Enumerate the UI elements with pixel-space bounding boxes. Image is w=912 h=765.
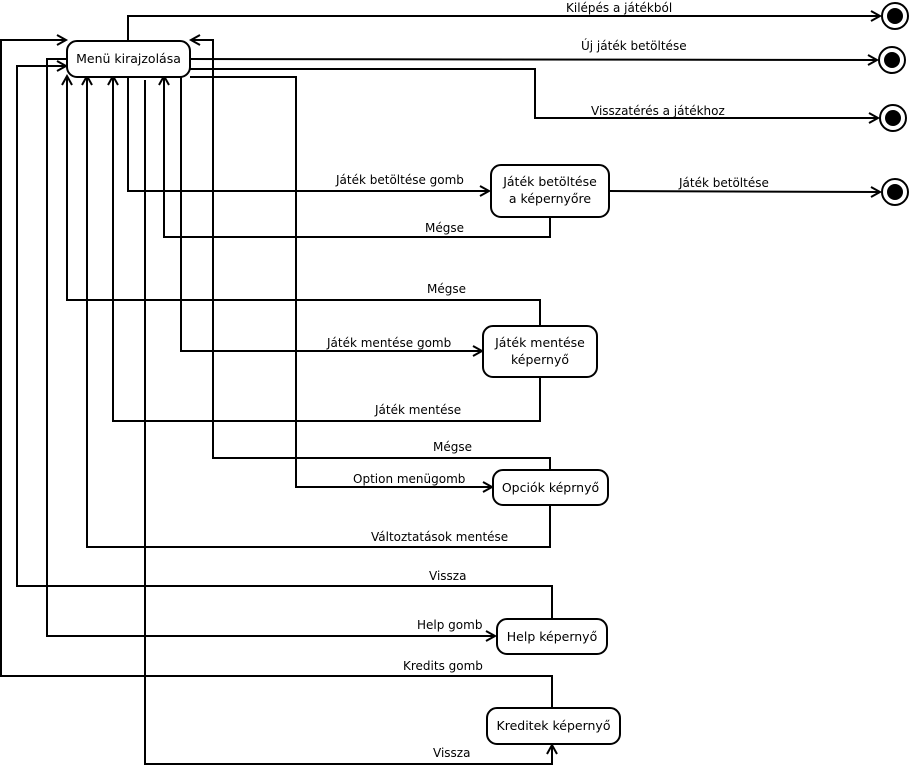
state-credits-label: Kreditek képernyő bbox=[497, 718, 611, 733]
edge-save-cancel bbox=[61, 73, 541, 326]
edge-load-cancel bbox=[158, 73, 551, 238]
state-save-label-2: képernyő bbox=[511, 352, 569, 367]
label-exit-game: Kilépés a játékból bbox=[566, 1, 672, 15]
state-options-screen: Opciók képrnyő bbox=[492, 469, 609, 506]
edge-save-game bbox=[107, 73, 541, 422]
label-save-cancel: Mégse bbox=[427, 282, 466, 296]
label-options-cancel: Mégse bbox=[433, 440, 472, 454]
state-menu-label: Menü kirajzolása bbox=[76, 51, 181, 66]
label-options-button: Option menügomb bbox=[353, 472, 465, 486]
edge-load-game bbox=[608, 186, 883, 198]
edge-new-game bbox=[189, 54, 880, 66]
final-state-load bbox=[881, 178, 909, 206]
state-help-label: Help képernyő bbox=[507, 629, 597, 644]
state-help-screen: Help képernyő bbox=[496, 618, 608, 655]
state-credits-screen: Kreditek képernyő bbox=[486, 707, 621, 745]
edge-load-button bbox=[127, 78, 492, 197]
edge-return-game bbox=[190, 68, 881, 124]
label-help-button: Help gomb bbox=[417, 618, 482, 632]
state-save-label-1: Játék mentése bbox=[494, 335, 585, 350]
state-save-screen: Játék mentése képernyő bbox=[482, 325, 598, 378]
state-options-label: Opciók képrnyő bbox=[502, 480, 599, 495]
label-load-game: Játék betöltése bbox=[678, 176, 769, 190]
edge-exit-game bbox=[127, 10, 883, 40]
label-credits-back: Vissza bbox=[433, 746, 470, 760]
edge-help-button bbox=[46, 58, 498, 642]
label-return-game: Visszatérés a játékhoz bbox=[591, 104, 725, 118]
label-new-game: Új játék betöltése bbox=[581, 38, 687, 53]
label-help-back: Vissza bbox=[429, 569, 466, 583]
label-save-game: Játék mentése bbox=[374, 403, 461, 417]
label-options-save: Változtatások mentése bbox=[371, 530, 508, 544]
edge-options-cancel bbox=[188, 34, 551, 471]
label-load-cancel: Mégse bbox=[425, 221, 464, 235]
state-menu: Menü kirajzolása bbox=[66, 40, 191, 78]
label-save-button: Játék mentése gomb bbox=[326, 336, 451, 350]
final-state-return bbox=[879, 104, 907, 132]
edge-options-save bbox=[81, 73, 551, 548]
edge-credits-button bbox=[0, 34, 553, 708]
edge-save-button bbox=[180, 76, 485, 357]
state-load-label-1: Játék betöltése bbox=[502, 174, 597, 189]
state-load-screen: Játék betöltése a képernyőre bbox=[490, 164, 610, 218]
final-state-exit bbox=[881, 2, 909, 30]
state-load-label-2: a képernyőre bbox=[509, 191, 591, 206]
label-credits-button: Kredits gomb bbox=[403, 659, 483, 673]
final-state-new-game bbox=[878, 46, 906, 74]
label-load-button: Játék betöltése gomb bbox=[335, 173, 464, 187]
